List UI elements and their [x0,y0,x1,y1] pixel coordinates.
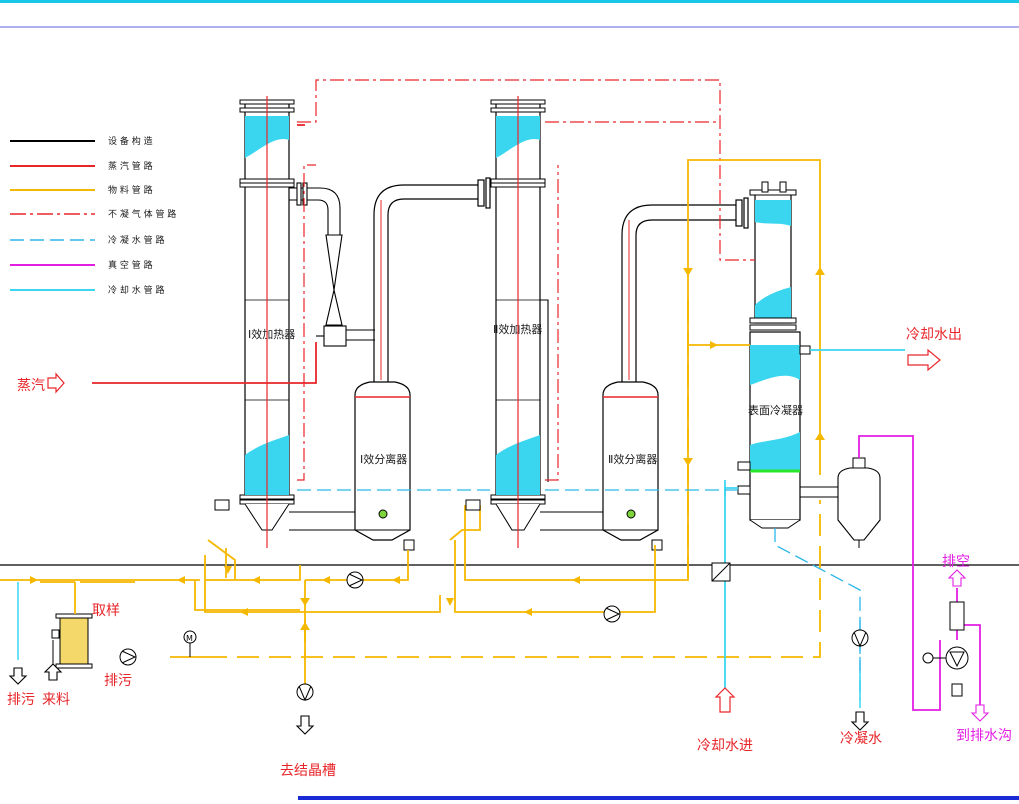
separator-2-label: Ⅱ效分离器 [608,452,657,466]
separator-2: Ⅱ效分离器 [602,381,663,551]
label-drain-left: 排污 [7,692,35,708]
label-drain-mid: 排污 [104,673,132,689]
noncondensable-lines [297,79,755,481]
legend-label-material: 物 料 管 路 [108,184,153,196]
feed-tank [40,581,93,669]
label-cooling-water-out: 冷却水出 [906,327,962,343]
legend-label-noncondensable: 不 凝 气 体 管 路 [108,208,176,220]
pump-5 [851,629,869,648]
label-vent: 排空 [942,554,970,570]
condenser: 表面冷凝器 [737,181,811,529]
arrows [30,267,825,630]
pump-3 [119,648,137,666]
separator-1: Ⅰ效分离器 [354,381,415,551]
vapor-pipe-1 [373,177,491,382]
heater-1-label: Ⅰ效加热器 [248,327,295,341]
bottom-border [298,796,1019,800]
label-cooling-water-in: 冷却水进 [697,738,753,754]
legend-label-steam: 蒸 汽 管 路 [108,160,153,172]
hollow-arrows-black [8,663,870,735]
label-sampling: 取样 [92,603,120,619]
hollow-arrows [47,348,941,713]
vacuum-separator [800,457,881,548]
steam-lines [92,124,317,384]
label-feed: 来料 [42,692,70,708]
label-to-crystallizer: 去结晶槽 [280,763,336,779]
legend-label-equipment: 设 备 构 造 [108,135,153,147]
bottom-link-1 [289,299,603,531]
legend: 设 备 构 造 蒸 汽 管 路 物 料 管 路 不 凝 气 体 管 路 冷 凝 … [10,135,176,296]
separator-1-label: Ⅰ效分离器 [360,452,407,466]
pump-4 [296,683,314,702]
check-valve-cooling [711,562,731,582]
label-to-drain: 到排水沟 [956,728,1012,744]
legend-label-condensate: 冷 凝 水 管 路 [108,234,164,246]
condenser-label: 表面冷凝器 [748,403,803,417]
cooling-lines [724,349,905,700]
pump-1 [346,571,364,589]
vacuum-pump [922,601,969,697]
vapor-pipe-2 [621,197,749,382]
gauge-label: M [186,634,193,643]
label-steam: 蒸汽 [17,378,45,394]
valve-heater1 [214,499,481,511]
hollow-arrows-mag [947,569,990,722]
legend-label-cooling: 冷 却 水 管 路 [108,284,164,296]
thermocompressor [289,182,375,347]
legend-label-vacuum: 真 空 管 路 [108,259,153,271]
top-border [0,0,1019,3]
heater-1: Ⅰ效加热器 [239,99,295,531]
pump-2 [603,605,621,623]
gauge-m: M [183,630,197,657]
label-condensate: 冷凝水 [840,731,882,747]
